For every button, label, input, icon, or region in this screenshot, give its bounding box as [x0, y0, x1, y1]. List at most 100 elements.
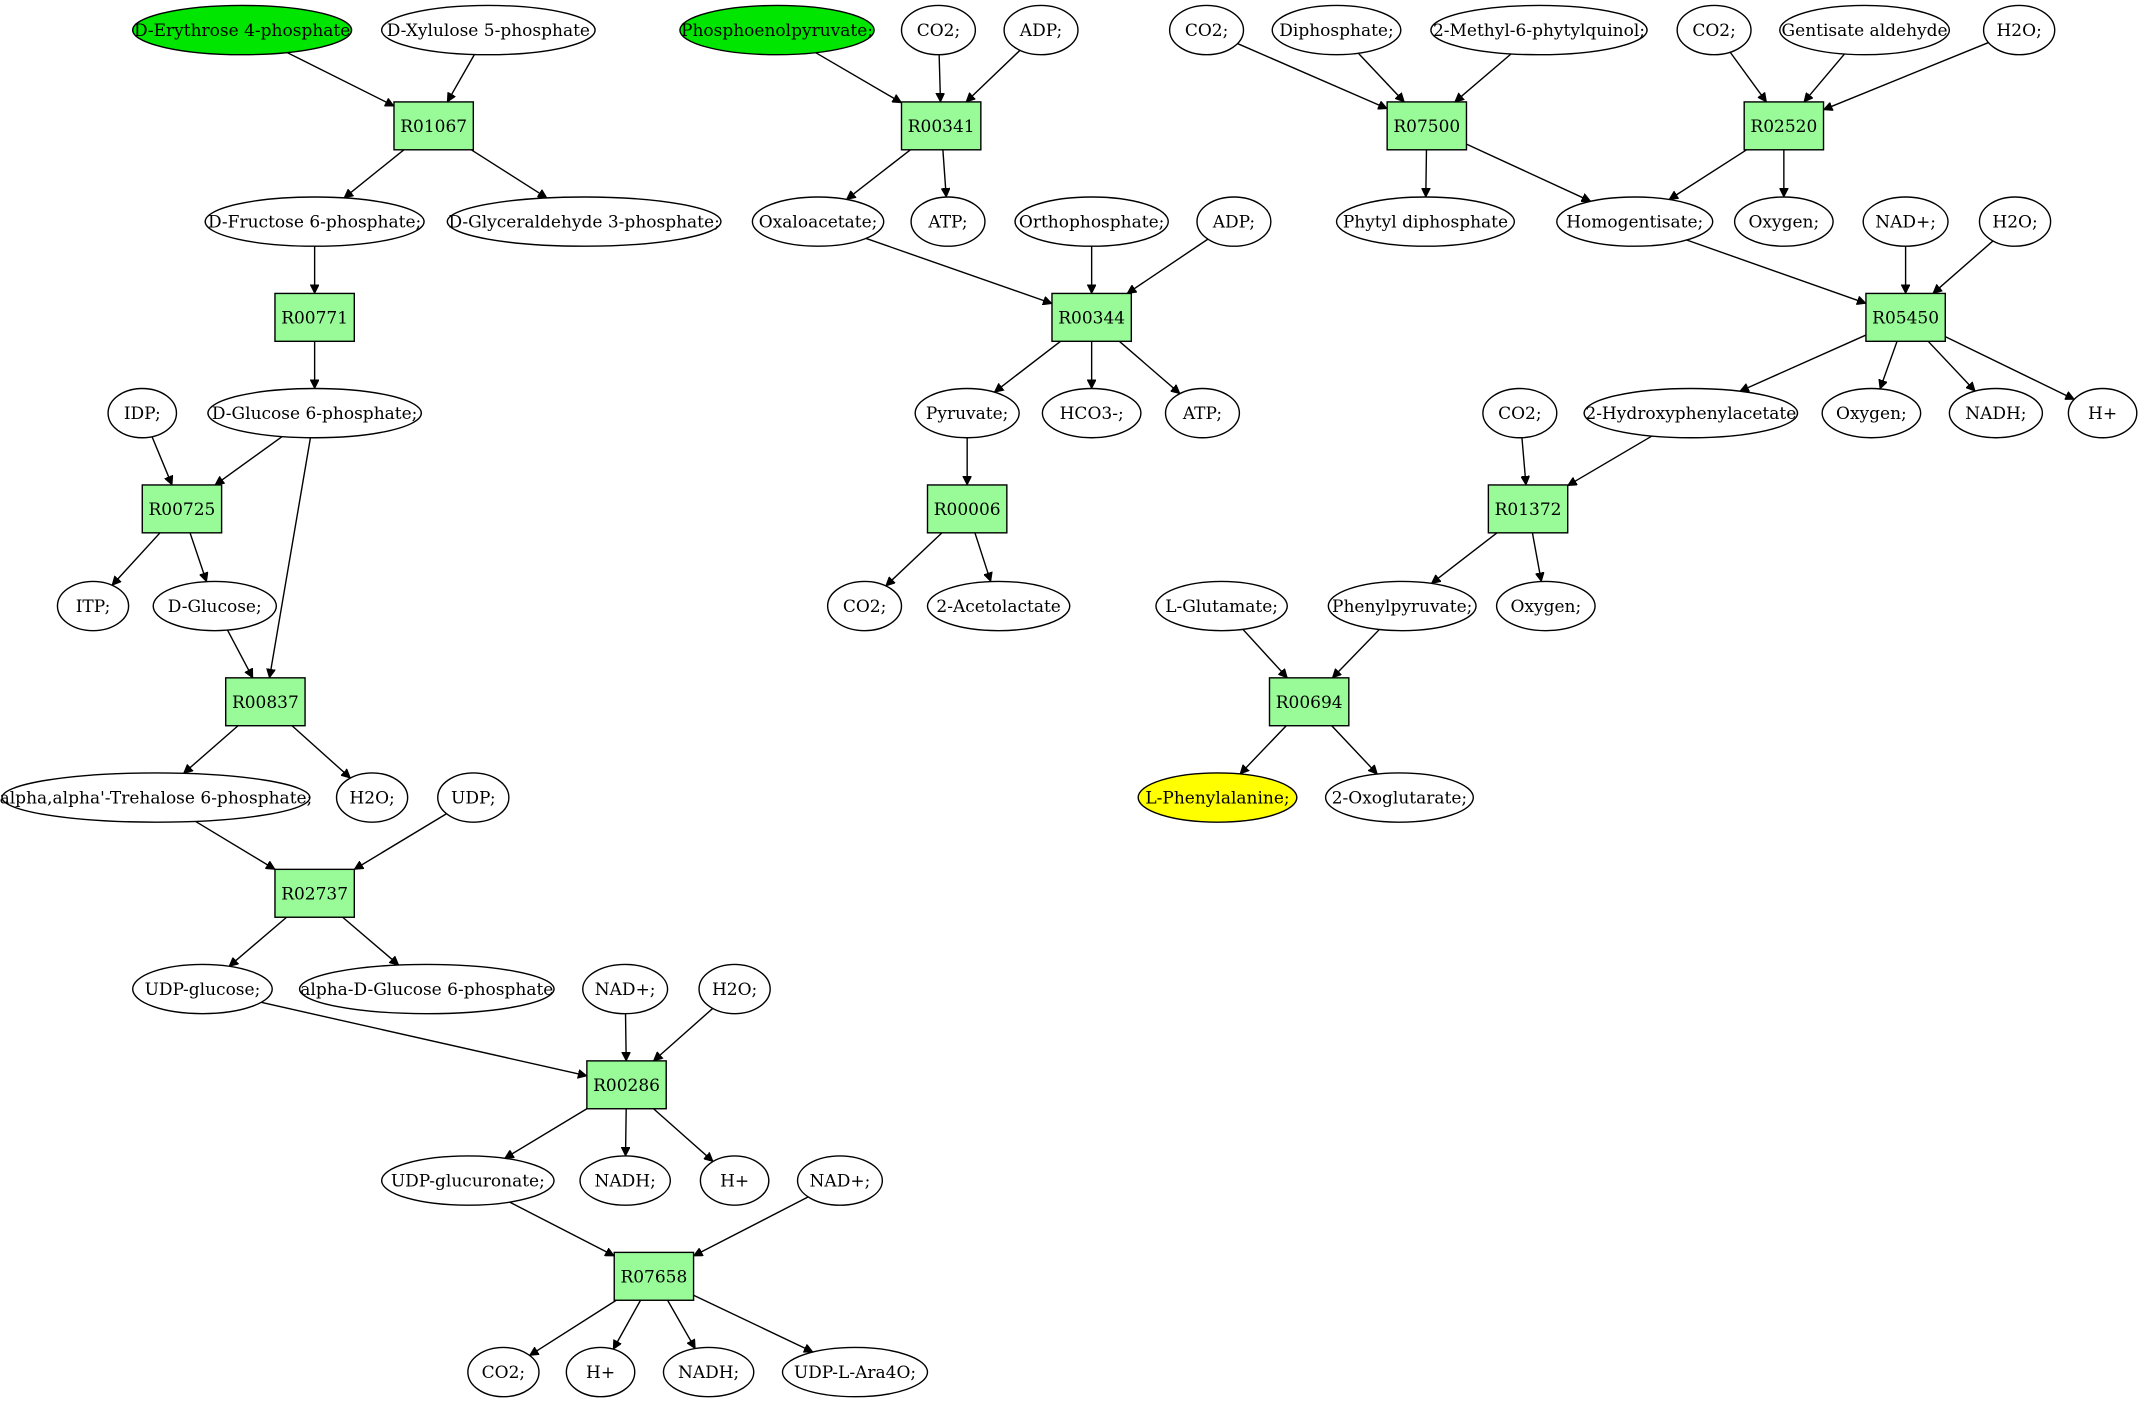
edge-arrow	[509, 1201, 615, 1257]
node-label: CO2;	[917, 21, 961, 41]
edge-arrow	[1127, 238, 1209, 295]
edge-arrow	[1686, 239, 1866, 303]
metabolite-node: Oxygen;	[1495, 580, 1596, 632]
metabolite-ellipse	[1, 772, 311, 823]
node-label: ATP;	[1182, 404, 1222, 424]
metabolite-node: Oxygen;	[1733, 196, 1834, 247]
metabolite-node: 2-Methyl-6-phytylquinol;	[1430, 4, 1648, 56]
edge-arrow	[1118, 340, 1180, 393]
node-label: Gentisate aldehyde	[1782, 21, 1948, 41]
edge-arrow	[847, 149, 911, 200]
edge-arrow	[626, 1108, 627, 1156]
metabolite-node: NADH;	[662, 1346, 755, 1398]
metabolite-ellipse	[437, 772, 510, 823]
node-label: R01372	[1495, 500, 1562, 520]
node-label: Phenylpyruvate;	[1332, 597, 1472, 617]
reaction-node-R05450: R05450	[1865, 292, 1946, 343]
metabolite-node: NADH;	[1948, 387, 2044, 439]
node-label: 2-Methyl-6-phytylquinol;	[1433, 21, 1645, 41]
edge-arrow	[865, 237, 1052, 303]
reaction-node-R00286: R00286	[586, 1060, 667, 1110]
node-label: Oxygen;	[1748, 213, 1819, 233]
metabolite-ellipse	[781, 1346, 929, 1398]
metabolite-ellipse	[1168, 4, 1245, 56]
node-label: R00771	[281, 308, 348, 328]
edge-arrow	[1880, 341, 1898, 389]
node-label: R00286	[593, 1076, 660, 1096]
reaction-box	[1743, 101, 1825, 151]
edge-arrow	[886, 532, 943, 586]
metabolite-ellipse	[107, 387, 178, 439]
metabolite-node: UDP;	[437, 772, 510, 823]
edge-arrow	[1332, 628, 1380, 677]
metabolite-ellipse	[796, 1155, 884, 1206]
metabolite-node: Phosphoenolpyruvate;	[679, 4, 875, 56]
node-label: NADH;	[1965, 404, 2026, 424]
edge-arrow	[693, 1294, 813, 1352]
metabolite-node: IDP;	[107, 387, 178, 439]
metabolite-ellipse	[207, 387, 423, 439]
edge-arrow	[269, 437, 312, 678]
edge-arrow	[151, 436, 172, 485]
node-label: R00694	[1276, 693, 1343, 713]
edge-arrow	[505, 1108, 588, 1159]
metabolite-node: CO2;	[1168, 4, 1245, 56]
edge-arrow	[974, 532, 991, 582]
node-label: NAD+;	[1875, 213, 1936, 233]
metabolite-ellipse	[1137, 772, 1298, 823]
edge-arrow	[1729, 51, 1766, 102]
reaction-node-R01067: R01067	[393, 101, 475, 151]
reaction-box	[586, 1060, 667, 1110]
node-label: ADP;	[1212, 213, 1255, 233]
edge-arrow	[446, 54, 476, 102]
metabolite-node: Gentisate aldehyde	[1779, 4, 1951, 56]
metabolite-ellipse	[1583, 387, 1799, 439]
reaction-node-R00341: R00341	[900, 101, 982, 151]
node-label: NADH;	[678, 1363, 739, 1383]
reaction-node-R00837: R00837	[225, 677, 306, 727]
metabolite-node: Diphosphate;	[1271, 4, 1402, 56]
metabolite-ellipse	[698, 963, 771, 1015]
edge-arrow	[1431, 532, 1498, 584]
edge-arrow	[530, 1299, 617, 1357]
edge-arrow	[1331, 725, 1378, 774]
node-label: R02520	[1750, 117, 1817, 137]
metabolite-ellipse	[1335, 196, 1516, 247]
metabolite-node: H2O;	[698, 963, 771, 1015]
metabolite-ellipse	[900, 4, 977, 56]
reaction-node-R00771: R00771	[274, 292, 356, 343]
node-label: D-Glyceraldehyde 3-phosphate;	[448, 213, 719, 233]
metabolite-ellipse	[910, 196, 986, 247]
node-label: R00725	[148, 500, 215, 520]
node-label: R02737	[281, 884, 348, 904]
node-label: H2O;	[349, 789, 394, 809]
edge-arrow	[694, 1196, 809, 1257]
edge-arrow	[1242, 628, 1287, 678]
reaction-node-R00694: R00694	[1268, 677, 1350, 727]
node-label: H2O;	[1996, 21, 2041, 41]
edge-arrow	[195, 820, 275, 870]
edge-arrow	[189, 532, 206, 582]
edge-arrow	[291, 725, 350, 778]
node-label: CO2;	[843, 597, 887, 617]
metabolite-node: CO2;	[1482, 387, 1558, 439]
edge-arrow	[1426, 149, 1427, 197]
metabolite-node: H2O;	[335, 772, 409, 823]
metabolite-ellipse	[1978, 196, 2052, 247]
node-label: ITP;	[76, 597, 111, 617]
node-label: UDP-glucuronate;	[391, 1172, 545, 1192]
node-label: R00341	[908, 117, 975, 137]
metabolite-ellipse	[926, 580, 1071, 632]
node-label: D-Xylulose 5-phosphate	[387, 21, 590, 41]
edge-arrow	[1466, 143, 1590, 201]
metabolite-node: CO2;	[467, 1346, 540, 1398]
edge-arrow	[1522, 437, 1526, 485]
edge-arrow	[939, 54, 940, 102]
edge-arrow	[354, 813, 447, 870]
reaction-node-R00006: R00006	[926, 484, 1008, 534]
metabolite-node: ATP;	[910, 196, 986, 247]
node-label: H2O;	[1992, 213, 2037, 233]
reaction-box	[274, 292, 356, 343]
metabolite-node: H+	[699, 1155, 770, 1206]
edge-arrow	[1927, 340, 1975, 391]
